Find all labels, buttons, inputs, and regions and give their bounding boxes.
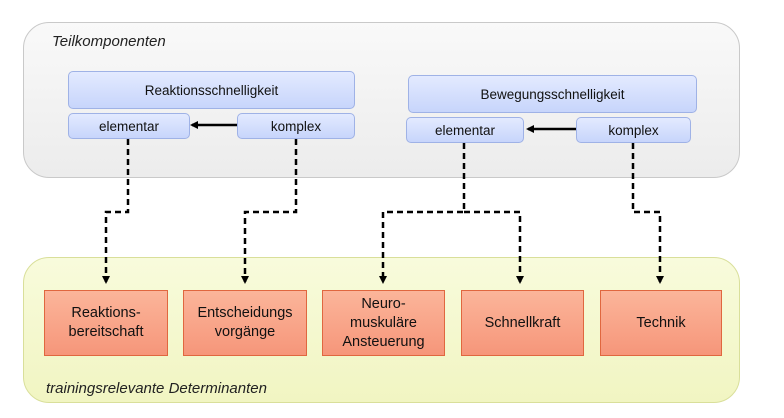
reaction-elementar-box: elementar [68, 113, 190, 139]
panel-title-teilkomponenten: Teilkomponenten [52, 33, 166, 50]
panel-title-determinanten: trainingsrelevante Determinanten [46, 380, 267, 397]
reaktionsschnelligkeit-box: Reaktionsschnelligkeit [68, 71, 355, 109]
connector-reaction-komplex [241, 139, 298, 284]
determinant-technik: Technik [600, 290, 722, 356]
determinant-neuromuskulaere-ansteuerung: Neuro- muskuläre Ansteuerung [322, 290, 445, 356]
connector-reaction-elementar [102, 139, 130, 284]
movement-komplex-box: komplex [576, 117, 691, 143]
connector-movement-elementar [379, 143, 466, 284]
determinant-reaktionsbereitschaft: Reaktions- bereitschaft [44, 290, 168, 356]
bewegungsschnelligkeit-box: Bewegungsschnelligkeit [408, 75, 697, 113]
determinant-entscheidungsvorgaenge: Entscheidungs vorgänge [183, 290, 307, 356]
connector-movement-komplex [631, 143, 664, 284]
reaction-komplex-box: komplex [237, 113, 355, 139]
movement-elementar-box: elementar [406, 117, 524, 143]
determinant-schnellkraft: Schnellkraft [461, 290, 584, 356]
connector-movement-elementar-branch [464, 210, 524, 284]
